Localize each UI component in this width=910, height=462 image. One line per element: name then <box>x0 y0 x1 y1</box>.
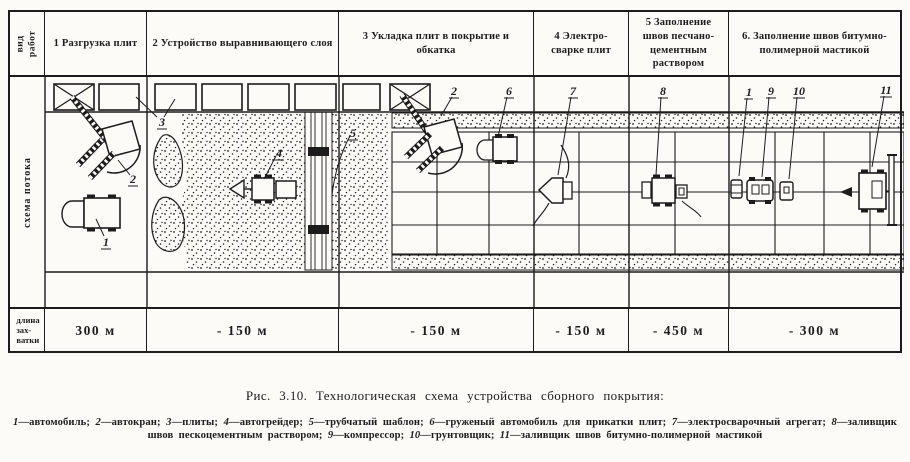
figure-legend: 1—автомобиль; 2—автокран; 3—плиты; 4—авт… <box>13 417 897 442</box>
tubular-template-icon <box>304 111 333 271</box>
mortar-filler-icon <box>641 174 702 218</box>
callout-grader: 4 <box>275 146 282 160</box>
pavement-grid <box>391 131 904 255</box>
callout-welder: 7 <box>570 84 577 98</box>
legend-item: 5—трубчатый шаблон; <box>309 417 430 428</box>
legend-text: —автогрейдер; <box>229 417 309 428</box>
legend-item: 7—электросварочный агрегат; <box>672 417 832 428</box>
legend-num: 4 <box>223 417 230 428</box>
loaded-truck-icon <box>476 134 518 164</box>
work-type-row: вид работ 1 Разгрузка плит 2 Устройство … <box>10 12 900 77</box>
work-type-label: вид работ <box>15 30 37 57</box>
work-column-4: 4 Электро-сварке плит <box>534 12 629 75</box>
car-icon <box>730 179 743 199</box>
grip-length-label-line: ватки <box>16 334 40 345</box>
sand-pile <box>153 134 184 188</box>
technology-table: вид работ 1 Разгрузка плит 2 Устройство … <box>8 10 904 353</box>
grip-length-label-line: зах- <box>16 325 32 336</box>
legend-item: 11—заливщик швов битумно-полимерной маст… <box>500 430 763 441</box>
flow-scheme-label: схема потока <box>22 156 34 228</box>
callout-crane-left: 2 <box>129 172 136 186</box>
crane-left-icon <box>69 95 141 181</box>
legend-text: —трубчатый шаблон; <box>314 417 430 428</box>
slab-stack <box>53 83 431 111</box>
grip-length-6: - 300 м <box>788 323 841 338</box>
direction-arrow <box>840 187 852 197</box>
callout-slabs: 3 <box>158 115 165 129</box>
grip-length-2: - 150 м <box>147 309 339 353</box>
callout-truck-left: 1 <box>103 235 109 249</box>
work-column-3: 3 Укладка плит в покрытие и обкатка <box>339 12 534 75</box>
crane-right-icon <box>399 93 464 175</box>
roadway-lines <box>45 111 904 273</box>
row-header-grip-length: длина зах- ватки <box>10 309 45 353</box>
callout-loaded-truck: 6 <box>506 84 512 98</box>
legend-item: 10—грунтовщик; <box>409 430 499 441</box>
legend-num: 6 <box>429 417 435 428</box>
callout-template: 5 <box>350 126 356 140</box>
row-header-flow-scheme: схема потока <box>10 77 45 307</box>
legend-num: 5 <box>308 417 315 428</box>
sand-pile <box>151 196 186 252</box>
primer-icon <box>779 181 794 201</box>
column-dividers <box>44 77 730 307</box>
legend-text: —компрессор; <box>333 429 410 441</box>
legend-num: 9 <box>327 429 334 441</box>
welder-icon <box>532 144 573 227</box>
legend-text: —заливщик швов пескоцементным раствором; <box>147 417 898 441</box>
legend-item: 9—компрессор; <box>328 430 410 441</box>
legend-num: 3 <box>166 417 172 428</box>
callout-mastic-filler: 11 <box>880 83 891 97</box>
callout-primer: 10 <box>793 84 805 98</box>
legend-num: 11 <box>499 429 511 441</box>
work-column-6: 6. Заполнение швов битумно-полимерной ма… <box>742 30 887 56</box>
legend-text: —автомобиль; <box>18 417 96 428</box>
work-column-5: 5 Заполнение швов песчано-цементным раст… <box>629 12 729 75</box>
callout-car: 1 <box>746 85 752 99</box>
legend-num: 10 <box>409 429 421 441</box>
flow-scheme-drawing: 1 2 3 4 5 2 6 7 8 1 9 10 11 <box>44 77 904 307</box>
legend-item: 4—автогрейдер; <box>224 417 309 428</box>
grip-length-1: 300 м <box>45 309 147 353</box>
shoulder-strip <box>391 254 904 271</box>
callout-crane-right: 2 <box>450 84 457 98</box>
callout-mortar-filler: 8 <box>660 84 666 98</box>
mastic-filler-icon <box>858 154 897 226</box>
legend-item: 3—плиты; <box>166 417 223 428</box>
legend-num: 2 <box>95 417 101 428</box>
grip-length-row: длина зах- ватки 300 м - 150 м - 150 м -… <box>10 307 900 353</box>
legend-text: —заливщик швов битумно-полимерной мастик… <box>510 429 763 441</box>
row-header-work-type: вид работ <box>10 12 45 75</box>
grip-length-5: - 450 м <box>629 309 729 353</box>
legend-item: 1—автомобиль; <box>13 417 96 428</box>
grader-icon <box>228 174 297 204</box>
work-column-1: 1 Разгрузка плит <box>45 12 147 75</box>
work-column-2: 2 Устройство выравнивающего слоя <box>147 12 339 75</box>
figure-caption: Рис. 3.10. Технологическая схема устройс… <box>245 388 665 403</box>
legend-item: 8—заливщик швов пескоцементным раствором… <box>148 417 897 441</box>
legend-text: —плиты; <box>171 417 224 428</box>
legend-text: —электросварочный агрегат; <box>677 417 832 428</box>
legend-item: 2—автокран; <box>96 417 167 428</box>
legend-text: —грунтовщик; <box>420 429 500 441</box>
grip-length-3: - 150 м <box>339 309 534 353</box>
shoulder-strip <box>391 112 904 129</box>
compressor-icon <box>746 177 774 204</box>
leader-lines <box>95 95 885 237</box>
grip-length-label-line: длина <box>16 315 40 326</box>
legend-num: 8 <box>831 417 837 428</box>
callout-compressor: 9 <box>768 84 774 98</box>
legend-num: 1 <box>13 417 19 428</box>
legend-text: —груженый автомобиль для прикатки плит; <box>434 417 672 428</box>
grip-length-4: - 150 м <box>534 309 629 353</box>
legend-num: 7 <box>671 417 678 428</box>
legend-text: —автокран; <box>100 417 167 428</box>
truck-icon <box>61 194 121 232</box>
legend-item: 6—груженый автомобиль для прикатки плит; <box>429 417 672 428</box>
callout-underlines <box>101 96 892 250</box>
